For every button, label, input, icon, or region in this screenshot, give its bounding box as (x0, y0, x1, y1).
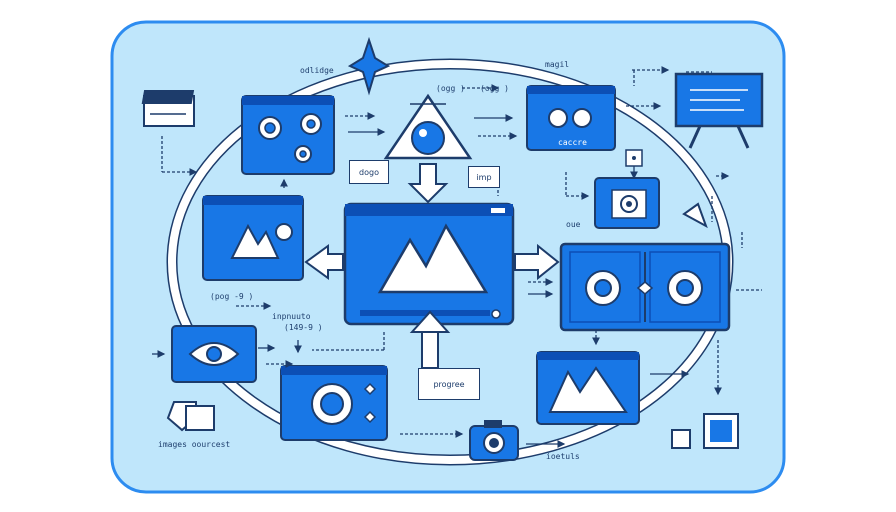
label-top-left: odlidge (300, 66, 334, 75)
target-panel (594, 177, 660, 229)
label-arrow-top-2: (ogg ) (480, 84, 509, 93)
square-outline-icon (671, 429, 691, 449)
label-bottom-right: ioetuls (546, 452, 580, 461)
connector-arrows (152, 66, 762, 448)
up-arrow-icon (421, 329, 439, 369)
mountain-panel-bottom-right (536, 351, 640, 425)
gear-icon (300, 113, 322, 135)
label-panel-caption: caccre (558, 138, 587, 147)
gear-icon (667, 270, 703, 306)
camera-icon (469, 420, 519, 461)
mountain-panel-left (202, 195, 304, 281)
eye-triangle-icon (383, 93, 473, 160)
gear-icon (585, 270, 621, 306)
gear-icon (294, 145, 312, 163)
label-arrow-top-1: (ogg ) (436, 84, 465, 93)
label-input-sub: (149-9 ) (284, 323, 323, 332)
gear-icon (548, 108, 568, 128)
label-oue: oue (566, 220, 581, 229)
gear-target-panel (280, 365, 388, 441)
mountain-image-icon (230, 223, 280, 259)
eye-panel (171, 325, 257, 383)
gear-icon (258, 116, 282, 140)
gears-panel-top-left (241, 95, 335, 175)
mountain-image-icon (548, 366, 628, 413)
down-arrow-icon (407, 163, 449, 204)
star-icon (347, 36, 391, 96)
gear-icon (275, 223, 293, 241)
gears-panel-right (559, 242, 731, 332)
label-coord: (pog -9 ) (210, 292, 254, 301)
house-icon (166, 401, 215, 432)
presentation-board-icon (674, 72, 764, 149)
gear-icon (572, 108, 592, 128)
ring-arrowhead-icon (682, 202, 708, 229)
mountain-image-icon (377, 223, 489, 294)
label-input: inpnuuto (272, 312, 311, 321)
left-arrow-icon (304, 244, 344, 280)
label-top-right: magil (545, 60, 570, 69)
label-imp: imp (468, 166, 500, 188)
label-dogo: dogo (349, 160, 389, 184)
label-progress: progree (418, 368, 480, 400)
central-image-panel (343, 202, 515, 326)
right-arrow-icon (514, 243, 560, 281)
label-sources: images oourcest (158, 440, 231, 449)
lock-icon (625, 149, 643, 167)
gears-panel-top-right (526, 85, 616, 151)
browser-window-icon (141, 90, 195, 127)
target-icon (620, 195, 638, 213)
